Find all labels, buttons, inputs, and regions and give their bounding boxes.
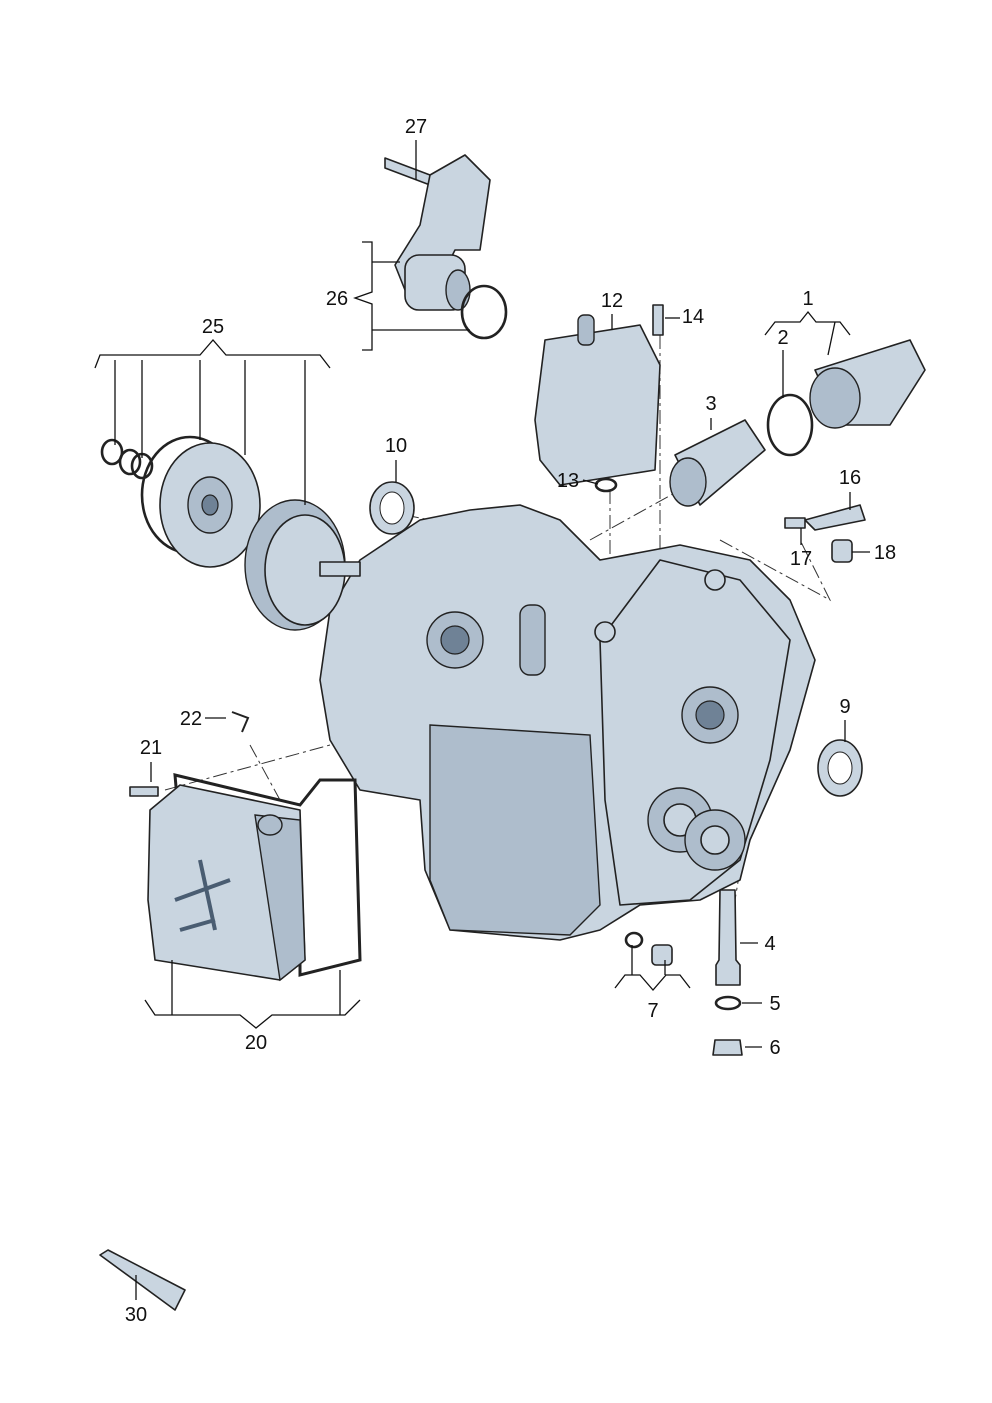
callout-4: 4: [764, 933, 775, 955]
callout-25: 25: [202, 316, 224, 338]
callout-12: 12: [601, 290, 623, 312]
clutch-assembly: [100, 435, 361, 631]
callout-2: 2: [777, 327, 788, 349]
drain-parts: [624, 889, 743, 1056]
oil-pan: [129, 711, 362, 982]
callout-22: 22: [180, 708, 202, 730]
transmission-housing: [319, 504, 816, 941]
callout-10: 10: [385, 435, 407, 457]
callout-14: 14: [682, 306, 704, 328]
shaft-seal-10: [369, 481, 415, 535]
callout-30: 30: [125, 1304, 147, 1326]
callout-16: 16: [839, 467, 861, 489]
sensor-parts: [784, 504, 866, 563]
callout-9: 9: [839, 696, 850, 718]
callout-26: 26: [326, 288, 348, 310]
callout-5: 5: [769, 993, 780, 1015]
oil-filter: [669, 339, 926, 507]
callout-3: 3: [705, 393, 716, 415]
callout-13: 13: [557, 470, 579, 492]
callout-1: 1: [802, 288, 813, 310]
sealant-tube: [99, 1249, 186, 1311]
callout-18: 18: [874, 542, 896, 564]
oil-cooler: [534, 304, 664, 493]
shaft-seal-9: [817, 739, 863, 797]
callout-6: 6: [769, 1037, 780, 1059]
callout-21: 21: [140, 737, 162, 759]
callout-27: 27: [405, 116, 427, 138]
actuator-bracket: [384, 154, 508, 340]
callout-7: 7: [647, 1000, 658, 1022]
callout-17: 17: [790, 548, 812, 570]
leader-lines: [94, 140, 870, 1300]
callout-20: 20: [245, 1032, 267, 1054]
